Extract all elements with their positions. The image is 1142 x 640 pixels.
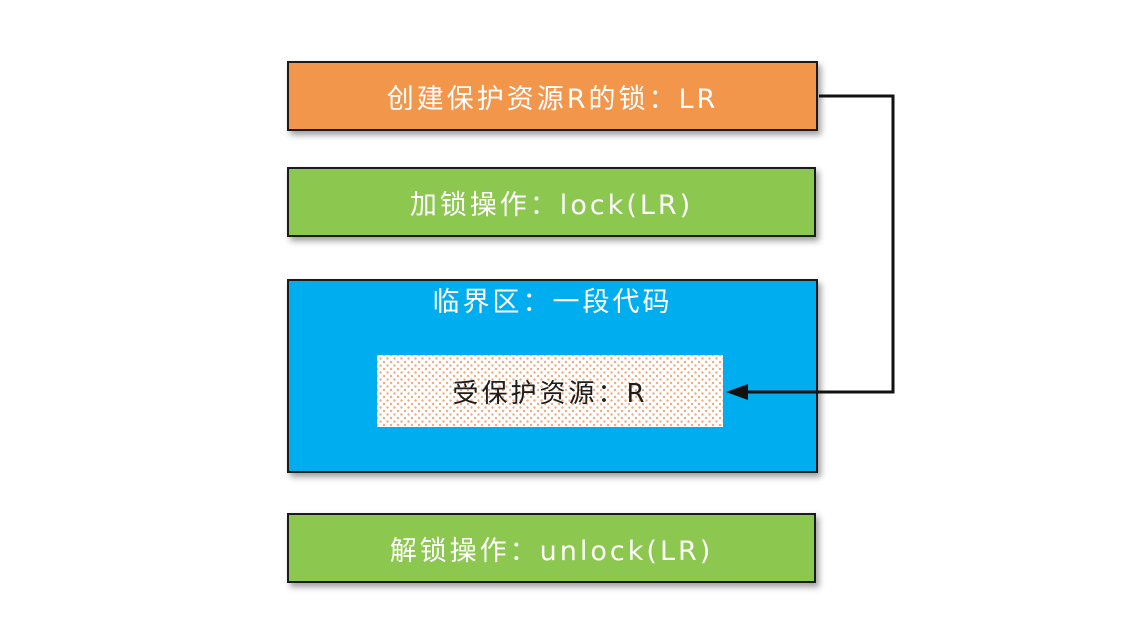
box-unlock-operation-label: 解锁操作：unlock(LR) xyxy=(389,535,714,567)
box-lock-operation-label: 加锁操作：lock(LR) xyxy=(409,189,694,221)
box-protected-resource-label: 受保护资源：R xyxy=(452,378,648,409)
box-unlock-operation: 解锁操作：unlock(LR) xyxy=(287,513,816,583)
box-create-lock: 创建保护资源R的锁：LR xyxy=(287,61,818,131)
box-create-lock-label: 创建保护资源R的锁：LR xyxy=(386,83,719,115)
box-protected-resource: 受保护资源：R xyxy=(377,355,723,427)
box-lock-operation: 加锁操作：lock(LR) xyxy=(287,167,816,237)
box-critical-section-label: 临界区：一段代码 xyxy=(432,287,673,318)
box-critical-section: 临界区：一段代码 受保护资源：R xyxy=(287,279,818,473)
